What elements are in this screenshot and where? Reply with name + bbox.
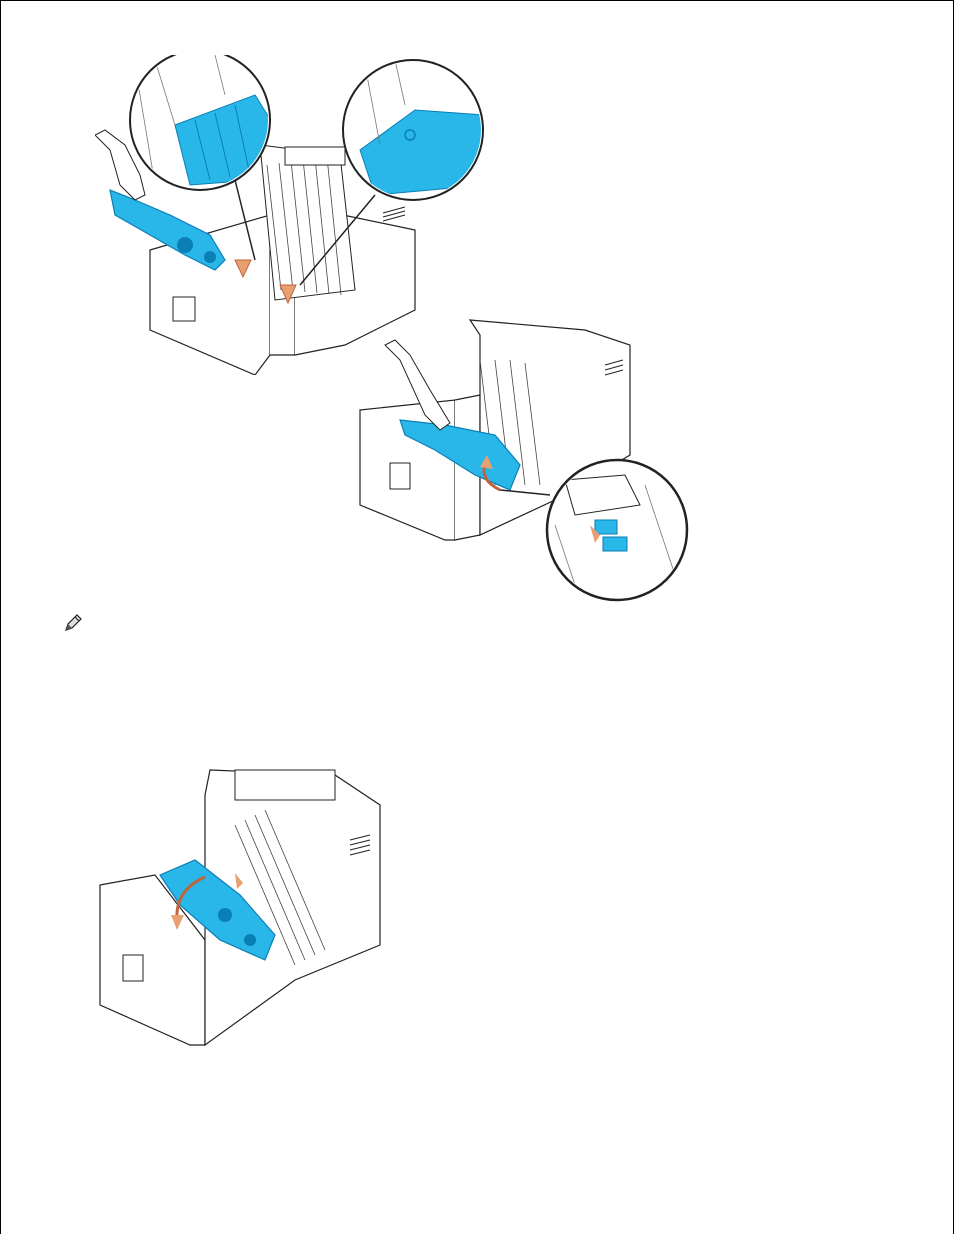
pencil-note-icon <box>62 612 84 634</box>
close-belt-unit-illustration <box>95 765 390 1050</box>
secure-belt-unit-illustration <box>355 315 690 605</box>
